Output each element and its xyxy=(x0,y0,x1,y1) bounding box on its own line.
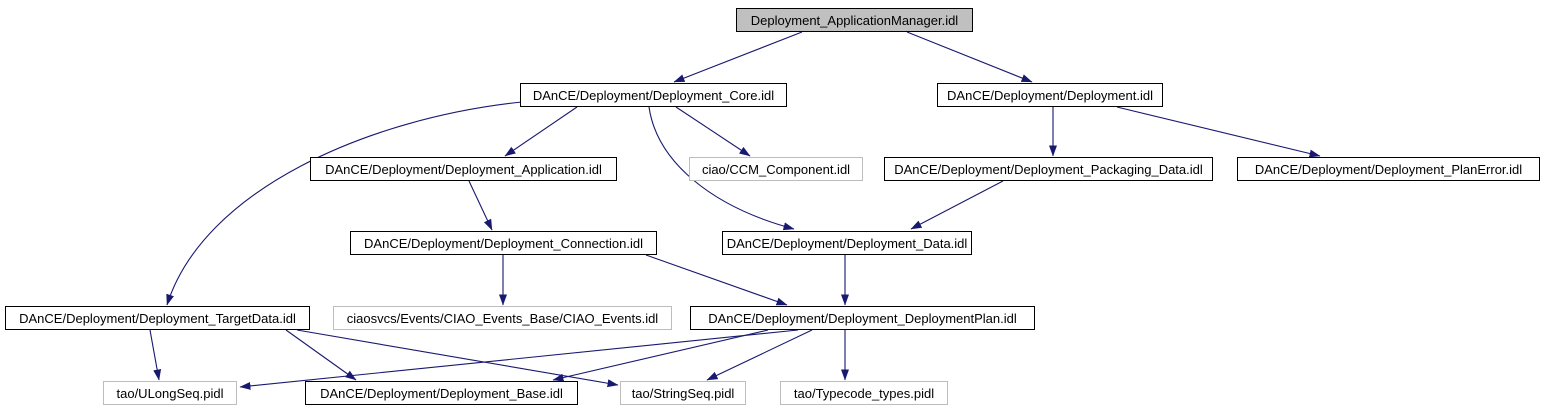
edge-deployment_core-to-deployment_application xyxy=(504,106,578,157)
graph-node-plan_error[interactable]: DAnCE/Deployment/Deployment_PlanError.id… xyxy=(1237,157,1540,181)
graph-node-label: DAnCE/Deployment/Deployment_Application.… xyxy=(325,161,602,177)
graph-node-label: Deployment_ApplicationManager.idl xyxy=(750,12,959,28)
graph-node-deployment[interactable]: DAnCE/Deployment/Deployment.idl xyxy=(937,83,1163,107)
edge-packaging_data-to-data xyxy=(910,180,1004,230)
graph-node-deployment_application[interactable]: DAnCE/Deployment/Deployment_Application.… xyxy=(310,157,617,181)
graph-node-ulongseq[interactable]: tao/ULongSeq.pidl xyxy=(103,381,237,405)
edge-deployment-to-plan_error xyxy=(1116,106,1321,158)
graph-node-label: DAnCE/Deployment/Deployment_Core.idl xyxy=(532,87,775,103)
graph-node-ccm_component[interactable]: ciao/CCM_Component.idl xyxy=(689,157,863,181)
graph-node-label: DAnCE/Deployment/Deployment_DeploymentPl… xyxy=(708,310,1017,326)
graph-node-connection[interactable]: DAnCE/Deployment/Deployment_Connection.i… xyxy=(350,231,657,255)
graph-node-label: DAnCE/Deployment/Deployment_Connection.i… xyxy=(364,235,643,251)
graph-node-ciao_events[interactable]: ciaosvcs/Events/CIAO_Events_Base/CIAO_Ev… xyxy=(333,306,672,330)
graph-node-label: DAnCE/Deployment/Deployment_Base.idl xyxy=(320,385,563,401)
edge-target_data-to-ulongseq xyxy=(149,329,162,381)
graph-node-deployment_core[interactable]: DAnCE/Deployment/Deployment_Core.idl xyxy=(520,83,787,107)
edge-target_data-to-stringseq xyxy=(296,329,619,388)
graph-node-label: tao/Typecode_types.pidl xyxy=(793,385,935,401)
graph-node-label: DAnCE/Deployment/Deployment_Packaging_Da… xyxy=(894,161,1203,177)
edge-connection-to-deployment_plan xyxy=(645,254,788,306)
edge-deployment_core-to-target_data xyxy=(166,101,523,306)
edge-deployment_plan-to-ulongseq xyxy=(239,329,799,390)
graph-node-packaging_data[interactable]: DAnCE/Deployment/Deployment_Packaging_Da… xyxy=(884,157,1213,181)
graph-node-label: tao/ULongSeq.pidl xyxy=(116,385,224,401)
edge-deployment_plan-to-stringseq xyxy=(706,329,813,381)
edge-deployment_application-to-connection xyxy=(468,180,493,231)
graph-node-label: tao/StringSeq.pidl xyxy=(631,385,735,401)
graph-node-label: ciao/CCM_Component.idl xyxy=(701,161,851,177)
graph-node-label: ciaosvcs/Events/CIAO_Events_Base/CIAO_Ev… xyxy=(346,310,659,326)
graph-node-label: DAnCE/Deployment/Deployment_PlanError.id… xyxy=(1254,161,1523,177)
edge-deployment_core-to-ccm_component xyxy=(675,106,751,157)
graph-node-typecode_types[interactable]: tao/Typecode_types.pidl xyxy=(780,381,948,405)
graph-node-target_data[interactable]: DAnCE/Deployment/Deployment_TargetData.i… xyxy=(5,306,310,330)
graph-node-label: DAnCE/Deployment/Deployment.idl xyxy=(947,87,1153,103)
graph-node-base[interactable]: DAnCE/Deployment/Deployment_Base.idl xyxy=(305,381,578,405)
graph-node-label: DAnCE/Deployment/Deployment_TargetData.i… xyxy=(19,310,296,326)
edge-app_manager-to-deployment xyxy=(906,31,1033,83)
edge-target_data-to-base xyxy=(285,329,357,381)
graph-node-app_manager[interactable]: Deployment_ApplicationManager.idl xyxy=(736,8,973,32)
graph-node-stringseq[interactable]: tao/StringSeq.pidl xyxy=(620,381,746,405)
edge-app_manager-to-deployment_core xyxy=(673,31,803,83)
graph-node-data[interactable]: DAnCE/Deployment/Deployment_Data.idl xyxy=(722,231,972,255)
graph-node-label: DAnCE/Deployment/Deployment_Data.idl xyxy=(726,235,968,251)
edge-deployment_plan-to-base xyxy=(552,329,769,382)
graph-node-deployment_plan[interactable]: DAnCE/Deployment/Deployment_DeploymentPl… xyxy=(690,306,1035,330)
